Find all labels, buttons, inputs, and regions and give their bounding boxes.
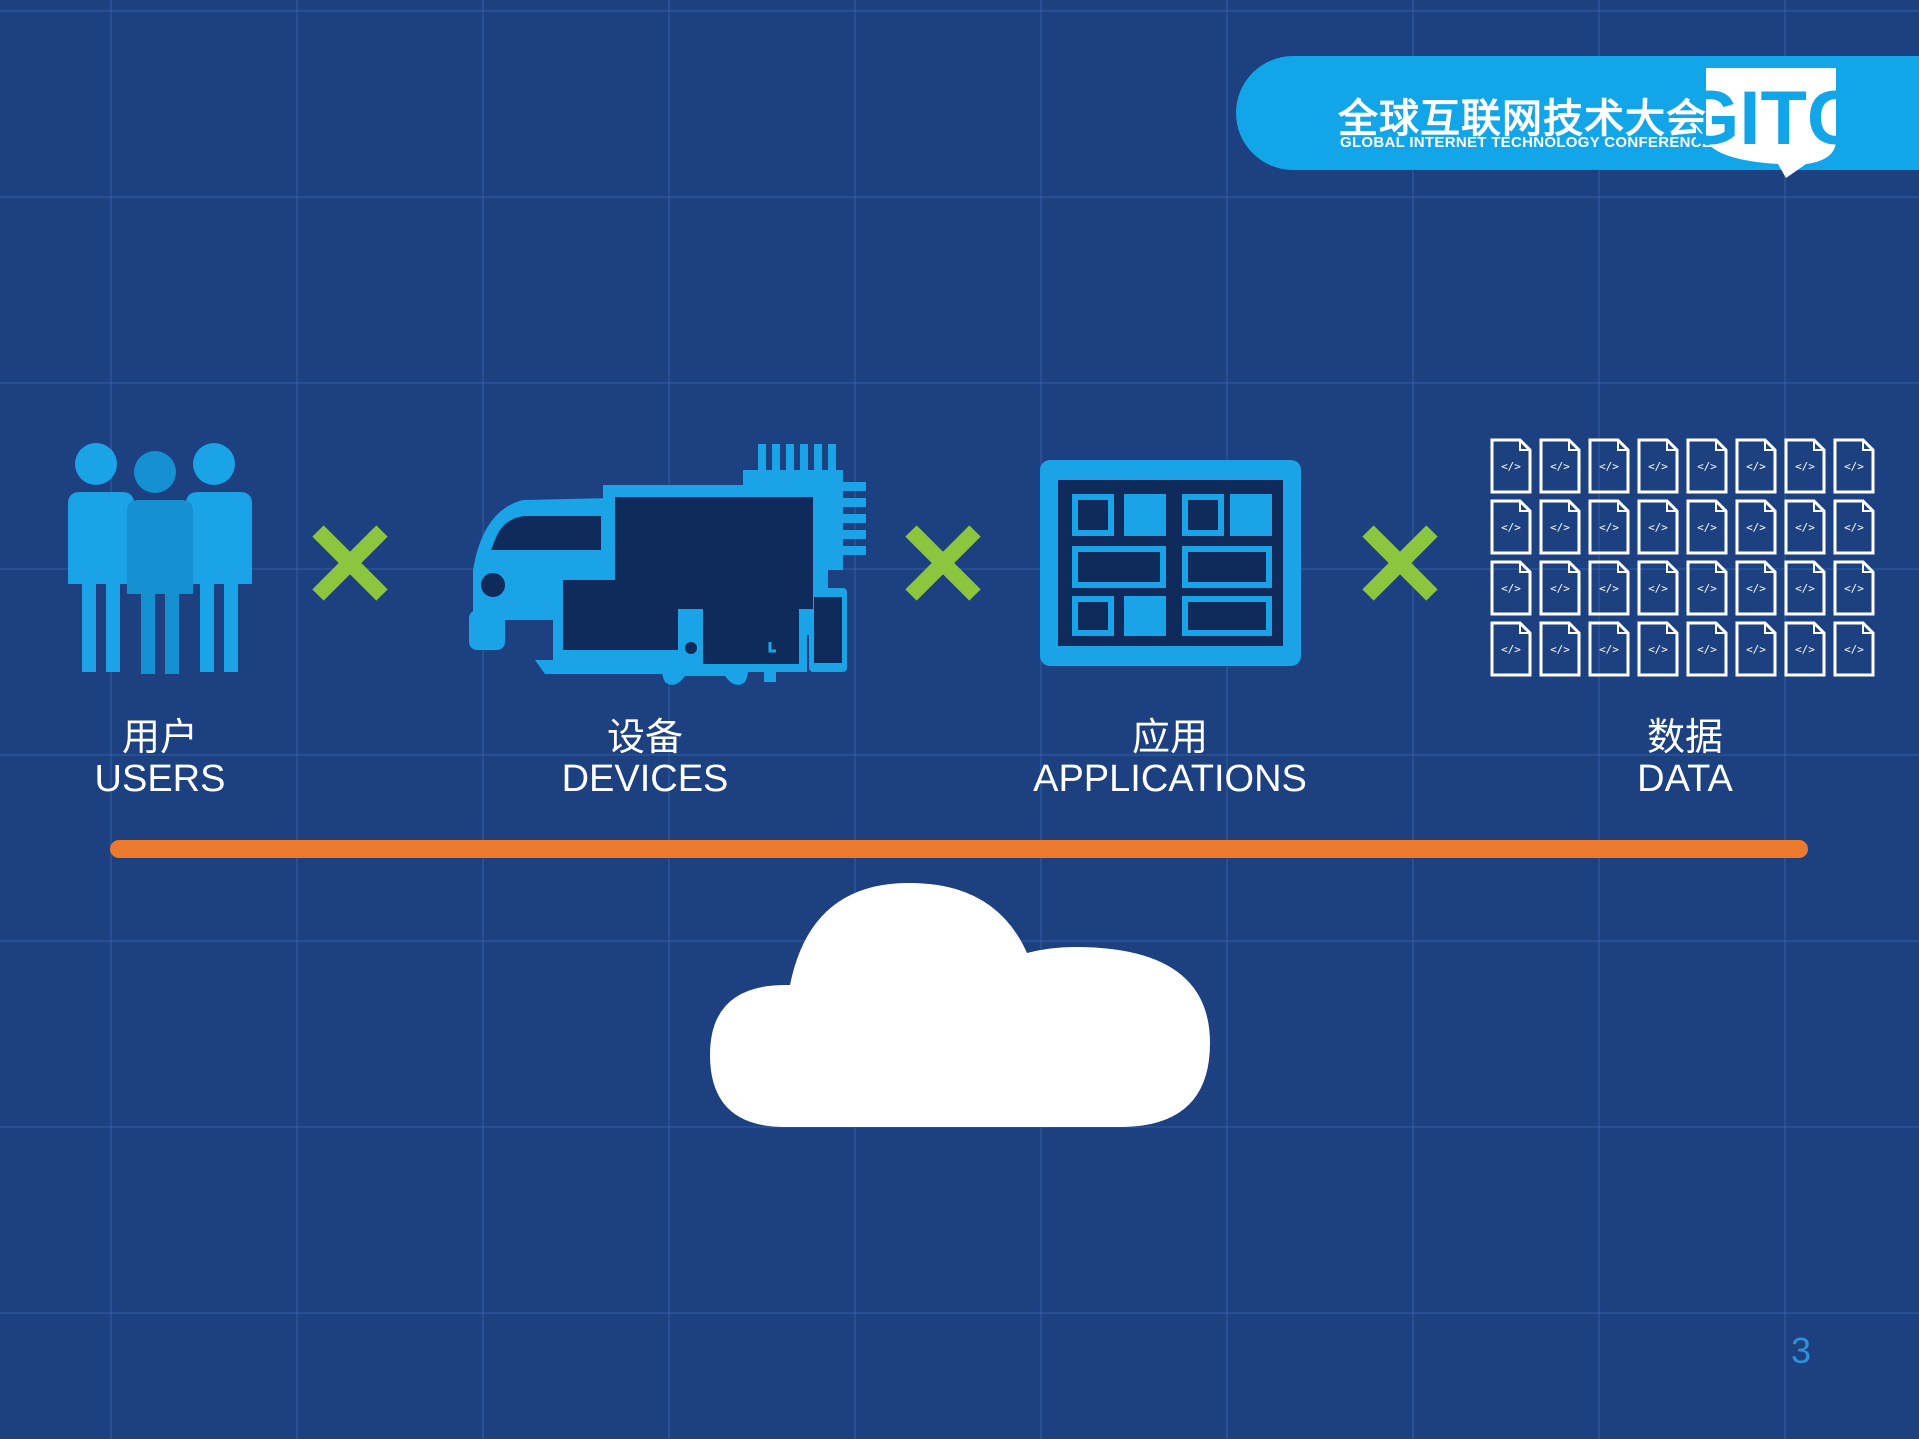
code-file-icon: </> [1588, 560, 1630, 616]
banner-title-en: GLOBAL INTERNET TECHNOLOGY CONFERENCE [1340, 134, 1713, 151]
code-glyph: </> [1697, 521, 1717, 534]
code-file-icon: </> [1539, 560, 1581, 616]
code-file-icon: </> [1637, 560, 1679, 616]
code-glyph: </> [1648, 582, 1668, 595]
code-file-icon: </> [1539, 499, 1581, 555]
cloud-icon [710, 882, 1210, 1127]
code-glyph: </> [1844, 521, 1864, 534]
code-glyph: </> [1550, 521, 1570, 534]
code-glyph: </> [1550, 643, 1570, 656]
data-files-icon: </> </> </> </> </> </> </> </> </> </> </> </> </> <… [1490, 438, 1875, 677]
code-file-icon: </> [1588, 499, 1630, 555]
code-glyph: </> [1648, 643, 1668, 656]
code-file-icon: </> [1686, 621, 1728, 677]
pillar-label-cn: 设备 [606, 715, 683, 759]
code-file-icon: </> [1833, 621, 1875, 677]
code-file-icon: </> [1490, 499, 1532, 555]
code-file-icon: </> [1784, 621, 1826, 677]
code-glyph: </> [1501, 521, 1521, 534]
code-file-icon: </> [1686, 438, 1728, 494]
code-glyph: </> [1746, 643, 1766, 656]
code-glyph: </> [1844, 582, 1864, 595]
code-glyph: </> [1697, 643, 1717, 656]
code-glyph: </> [1599, 643, 1619, 656]
page-number: 3 [1790, 1330, 1812, 1371]
code-file-icon: </> [1588, 621, 1630, 677]
code-file-icon: </> [1833, 560, 1875, 616]
applications-icon [1040, 460, 1301, 666]
code-glyph: </> [1697, 460, 1717, 473]
code-file-icon: </> [1784, 438, 1826, 494]
code-glyph: </> [1795, 643, 1815, 656]
code-glyph: </> [1746, 460, 1766, 473]
pillar-label-cn: 数据 [1646, 715, 1723, 759]
users-icon [68, 443, 252, 674]
code-glyph: </> [1795, 521, 1815, 534]
code-file-icon: </> [1637, 438, 1679, 494]
code-file-icon: </> [1490, 621, 1532, 677]
code-glyph: </> [1599, 460, 1619, 473]
code-file-icon: </> [1735, 438, 1777, 494]
svg-text:GITC: GITC [1696, 76, 1846, 161]
code-file-icon: </> [1539, 438, 1581, 494]
code-file-icon: </> [1539, 621, 1581, 677]
code-glyph: </> [1746, 521, 1766, 534]
code-glyph: </> [1697, 582, 1717, 595]
code-file-icon: </> [1735, 560, 1777, 616]
multiply-icon [312, 525, 388, 601]
code-file-icon: </> [1784, 560, 1826, 616]
code-glyph: </> [1501, 643, 1521, 656]
code-file-icon: </> [1735, 621, 1777, 677]
code-glyph: </> [1795, 582, 1815, 595]
code-file-icon: </> [1686, 560, 1728, 616]
code-glyph: </> [1648, 521, 1668, 534]
code-glyph: </> [1501, 582, 1521, 595]
devices-icon [469, 444, 866, 685]
code-glyph: </> [1795, 460, 1815, 473]
code-glyph: </> [1501, 460, 1521, 473]
multiply-icon [1362, 525, 1438, 601]
code-file-icon: </> [1833, 499, 1875, 555]
code-file-icon: </> [1637, 499, 1679, 555]
code-file-icon: </> [1490, 438, 1532, 494]
code-file-icon: </> [1490, 560, 1532, 616]
code-glyph: </> [1599, 582, 1619, 595]
code-glyph: </> [1599, 521, 1619, 534]
pillar-label-cn: 应用 [1131, 715, 1208, 759]
code-glyph: </> [1844, 643, 1864, 656]
code-file-icon: </> [1588, 438, 1630, 494]
code-file-icon: </> [1637, 621, 1679, 677]
code-glyph: </> [1550, 460, 1570, 473]
orange-divider [110, 840, 1808, 858]
pillar-label-en: DEVICES [561, 758, 729, 800]
pillar-label-en: USERS [94, 758, 226, 800]
code-file-icon: </> [1686, 499, 1728, 555]
code-glyph: </> [1550, 582, 1570, 595]
gitc-logo-icon: GITC [1696, 68, 1846, 178]
code-file-icon: </> [1735, 499, 1777, 555]
pillar-label-en: DATA [1637, 758, 1733, 800]
conference-banner: 全球互联网技术大会 GLOBAL INTERNET TECHNOLOGY CON… [1236, 56, 1919, 178]
code-glyph: </> [1844, 460, 1864, 473]
code-glyph: </> [1746, 582, 1766, 595]
code-file-icon: </> [1784, 499, 1826, 555]
banner-title-cn: 全球互联网技术大会 [1338, 97, 1707, 141]
code-file-icon: </> [1833, 438, 1875, 494]
pillar-label-en: APPLICATIONS [1033, 758, 1307, 800]
pillar-label-cn: 用户 [121, 715, 198, 759]
code-glyph: </> [1648, 460, 1668, 473]
multiply-icon [905, 525, 981, 601]
